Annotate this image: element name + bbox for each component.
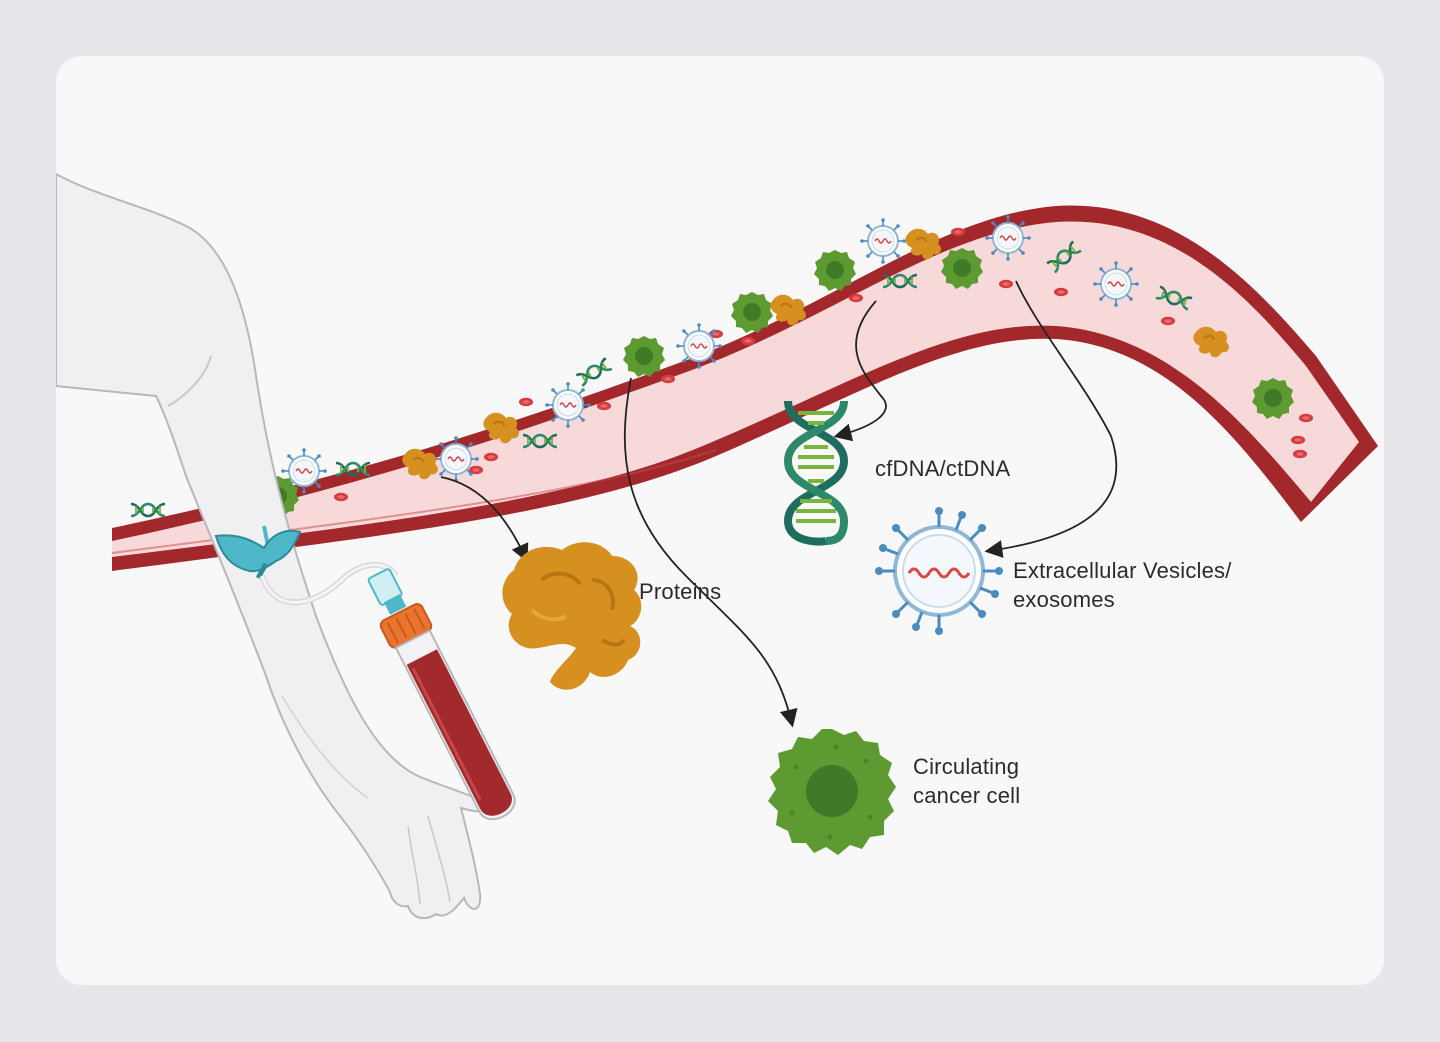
red-blood-cell-icon xyxy=(999,279,1013,289)
cancer-cell-icon xyxy=(623,336,665,377)
red-blood-cell-icon xyxy=(1293,449,1307,459)
red-blood-cell-icon xyxy=(484,452,498,462)
red-blood-cell-icon xyxy=(1054,287,1068,297)
vesicle-icon xyxy=(432,435,480,483)
vesicle-icon xyxy=(544,381,592,429)
dna-helix-icon xyxy=(129,502,167,518)
red-blood-cell-icon xyxy=(849,293,863,303)
proteins-label: Proteins xyxy=(639,579,722,604)
cancer-cell-icon xyxy=(731,292,773,333)
vesicle-icon xyxy=(984,214,1032,262)
dna-helix-icon xyxy=(574,357,614,387)
red-blood-cell-icon xyxy=(597,401,611,411)
vesicle-icon xyxy=(1092,260,1140,308)
extracellular-vesicles-line-2: exosomes xyxy=(1013,587,1115,612)
extracellular-vesicles-label: Extracellular Vesicles/ exosomes xyxy=(1013,556,1232,614)
red-blood-cell-icon xyxy=(661,374,675,384)
circulating-cancer-cell-label: Circulating cancer cell xyxy=(913,752,1020,810)
red-blood-cell-icon xyxy=(1299,413,1313,423)
cancer-cell-icon xyxy=(768,729,896,855)
arrows xyxy=(440,280,1118,728)
protein-icon xyxy=(502,542,642,690)
red-blood-cell-icon xyxy=(1161,316,1175,326)
liquid-biopsy-illustration xyxy=(56,172,1378,920)
illustration-card: Proteins cfDNA/ctDNA Extracellular Vesic… xyxy=(56,56,1384,985)
dna-helix-icon xyxy=(783,400,849,546)
circulating-cancer-cell-line-1: Circulating xyxy=(913,754,1020,779)
vesicle-icon xyxy=(859,217,907,265)
vesicle-icon xyxy=(875,507,1003,635)
red-blood-cell-icon xyxy=(1291,435,1305,445)
vesicle-icon xyxy=(675,322,723,370)
red-blood-cell-icon xyxy=(519,397,533,407)
red-blood-cell-icon xyxy=(951,227,965,237)
butterfly-needle xyxy=(214,525,399,606)
blood-collection-tube xyxy=(367,568,516,821)
cancer-cell-icon xyxy=(814,250,856,291)
circulating-cancer-cell-line-2: cancer cell xyxy=(913,783,1021,808)
cfdna-ctdna-label: cfDNA/ctDNA xyxy=(875,456,1011,481)
extracellular-vesicles-line-1: Extracellular Vesicles/ xyxy=(1013,558,1232,583)
red-blood-cell-icon xyxy=(334,492,348,502)
red-blood-cell-icon xyxy=(741,336,755,346)
blood-vessel xyxy=(111,205,1378,571)
